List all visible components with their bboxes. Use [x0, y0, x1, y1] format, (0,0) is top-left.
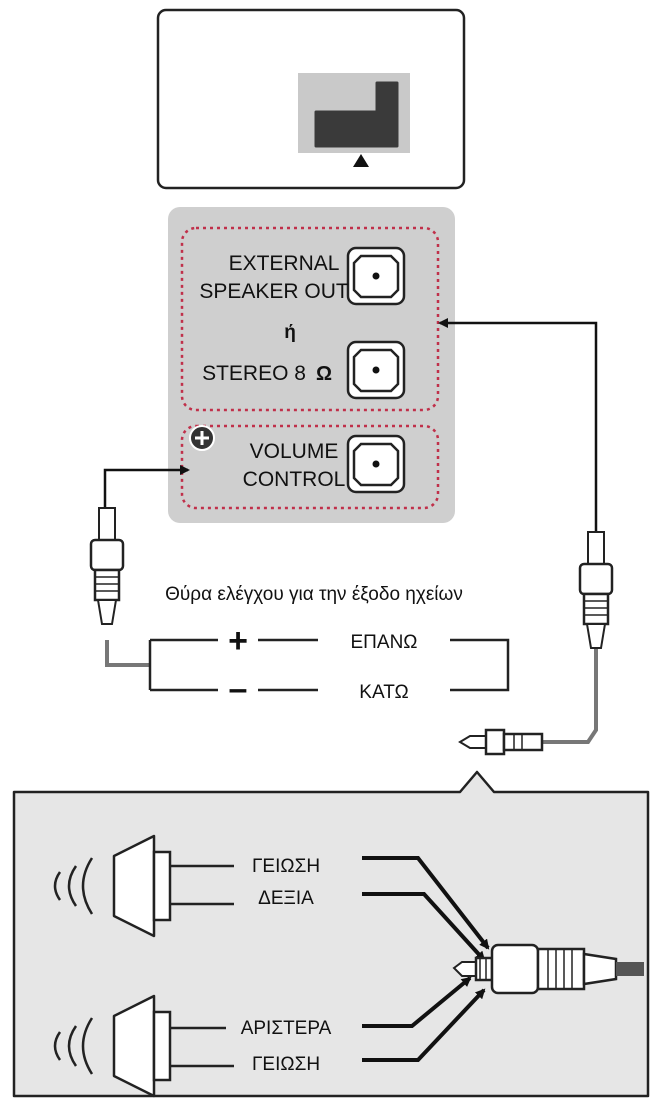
speaker-wiring-callout: ΓΕΙΩΣΗ ΔΕΞΙΑ ΑΡΙΣΤΕΡΑ ΓΕΙΩΣΗ — [12, 770, 650, 1098]
speaker-out-jack-icon — [346, 246, 406, 306]
plus-symbol: + — [228, 622, 248, 660]
bottom-ground-label: ΓΕΙΩΣΗ — [252, 1054, 320, 1075]
stereo-label: STEREO 8 — [202, 362, 306, 385]
speaker-cable — [438, 318, 614, 756]
down-label: ΚΑΤΩ — [359, 682, 408, 703]
vertical-plug-icon — [578, 531, 614, 649]
volume-control-jack-icon — [346, 434, 406, 494]
speaker-out-label: SPEAKER OUT — [199, 280, 349, 303]
sound-waves-top-icon — [53, 857, 94, 915]
port-location-icon — [314, 81, 399, 148]
volume-plug-icon — [89, 507, 125, 625]
speaker-top-icon — [112, 834, 172, 938]
volume-cable — [89, 465, 190, 667]
horizontal-plug-icon — [458, 728, 544, 756]
volume-port-caption: Θύρα ελέγχου για την έξοδο ηχείων — [165, 584, 463, 605]
plus-circle-icon — [189, 425, 215, 451]
connector-panel: EXTERNAL SPEAKER OUT ή STEREO 8 Ω VOLUME… — [168, 207, 455, 523]
volume-port-diagram: Θύρα ελέγχου για την έξοδο ηχείων + – ΕΠ… — [148, 584, 510, 708]
device-top-view — [156, 8, 466, 190]
ohm-symbol: Ω — [316, 363, 332, 385]
up-label: ΕΠΑΝΩ — [351, 632, 418, 653]
sound-waves-bottom-icon — [53, 1017, 94, 1075]
right-label: ΔΕΞΙΑ — [258, 888, 314, 909]
top-ground-label: ΓΕΙΩΣΗ — [252, 856, 320, 877]
stereo-jack-icon — [346, 340, 406, 400]
minus-symbol: – — [229, 670, 248, 708]
speaker-bottom-icon — [112, 994, 172, 1098]
or-label: ή — [284, 322, 296, 343]
external-label: EXTERNAL — [229, 252, 340, 275]
pointer-triangle-icon — [353, 154, 369, 167]
control-label: CONTROL — [243, 468, 346, 491]
volume-label: VOLUME — [250, 440, 339, 463]
speaker-out-dotted-group — [180, 226, 440, 412]
stereo-plug-icon — [452, 943, 644, 995]
left-label: ΑΡΙΣΤΕΡΑ — [241, 1018, 332, 1039]
